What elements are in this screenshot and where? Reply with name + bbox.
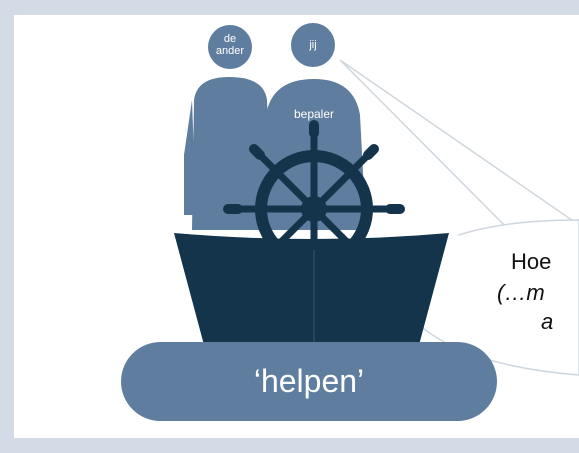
slide-canvas: de ander jij bepaler Hoe (…m a ‘helpen’ <box>14 15 579 438</box>
helpen-pill: ‘helpen’ <box>121 342 497 421</box>
other-person-head <box>208 25 252 69</box>
helmsman-illustration <box>174 23 579 376</box>
speech-line-1: Hoe <box>511 249 552 274</box>
speech-line-3: a <box>541 309 554 334</box>
boat-hull <box>174 233 449 345</box>
you-person-head <box>291 23 335 67</box>
you-person-label: jij <box>309 39 317 51</box>
role-label: bepaler <box>293 107 335 121</box>
speech-bubble-tail <box>339 59 579 271</box>
other-person-label: de ander <box>215 33 245 57</box>
other-person-body <box>192 77 272 230</box>
speech-line-2: (…m <box>497 280 545 305</box>
